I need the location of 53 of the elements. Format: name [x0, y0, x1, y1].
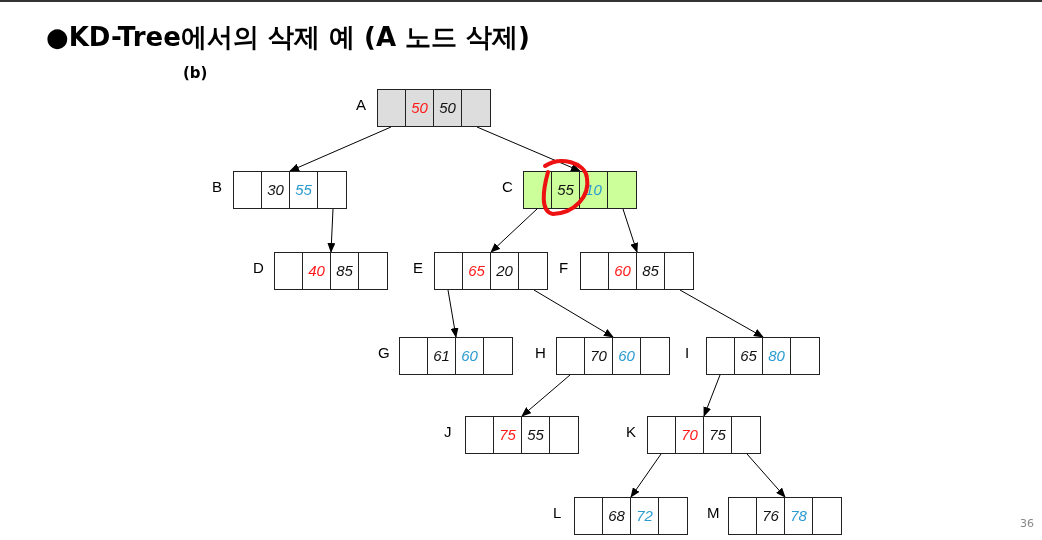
key-value: 70 [590, 345, 607, 366]
arrow [327, 208, 336, 253]
key-value: 60 [461, 345, 478, 366]
node-letter: I [685, 343, 690, 363]
key-value: 60 [614, 260, 631, 281]
node-letter: E [413, 258, 423, 278]
arrow [447, 289, 459, 338]
key-value: 40 [308, 260, 325, 281]
page-number: 36 [1020, 515, 1034, 532]
node-letter: J [444, 422, 452, 442]
slide-title: ●KD-Tree에서의 삭제 예 (A 노드 삭제) [46, 21, 530, 54]
node-letter: C [502, 177, 513, 197]
node-letter: D [253, 258, 264, 278]
key-value: 55 [557, 179, 574, 200]
key-value: 75 [499, 424, 516, 445]
key-value: 50 [411, 97, 428, 118]
arrow [622, 208, 638, 253]
key-value: 55 [527, 424, 544, 445]
key-value: 85 [336, 260, 353, 281]
key-value: 55 [295, 179, 312, 200]
key-value: 60 [618, 345, 635, 366]
arrow [476, 126, 581, 172]
key-value: 61 [433, 345, 450, 366]
node-letter: K [626, 422, 636, 442]
key-value: 85 [642, 260, 659, 281]
key-value: 72 [636, 505, 653, 526]
key-value: 80 [768, 345, 785, 366]
arrow [679, 289, 764, 338]
arrow [703, 374, 721, 417]
arrow [521, 374, 571, 417]
node-letter: F [559, 258, 569, 278]
key-value: 65 [740, 345, 757, 366]
key-value: 75 [709, 424, 726, 445]
arrow [533, 289, 614, 338]
arrow [490, 208, 538, 253]
arrow [630, 453, 662, 498]
node-letter: L [553, 503, 562, 523]
node-letter: H [535, 343, 546, 363]
key-value: 65 [468, 260, 485, 281]
key-value: 20 [496, 260, 513, 281]
node-letter: B [212, 177, 222, 197]
arrow [746, 453, 786, 498]
key-value: 50 [439, 97, 456, 118]
key-value: 30 [267, 179, 284, 200]
key-value: 70 [681, 424, 698, 445]
node-letter: G [378, 343, 390, 363]
key-value: 76 [762, 505, 779, 526]
key-value: 68 [608, 505, 625, 526]
panel-label: (b) [183, 63, 208, 84]
key-value: 78 [790, 505, 807, 526]
arrow [289, 126, 392, 172]
node-letter: A [356, 95, 366, 115]
node-letter: M [707, 503, 720, 523]
